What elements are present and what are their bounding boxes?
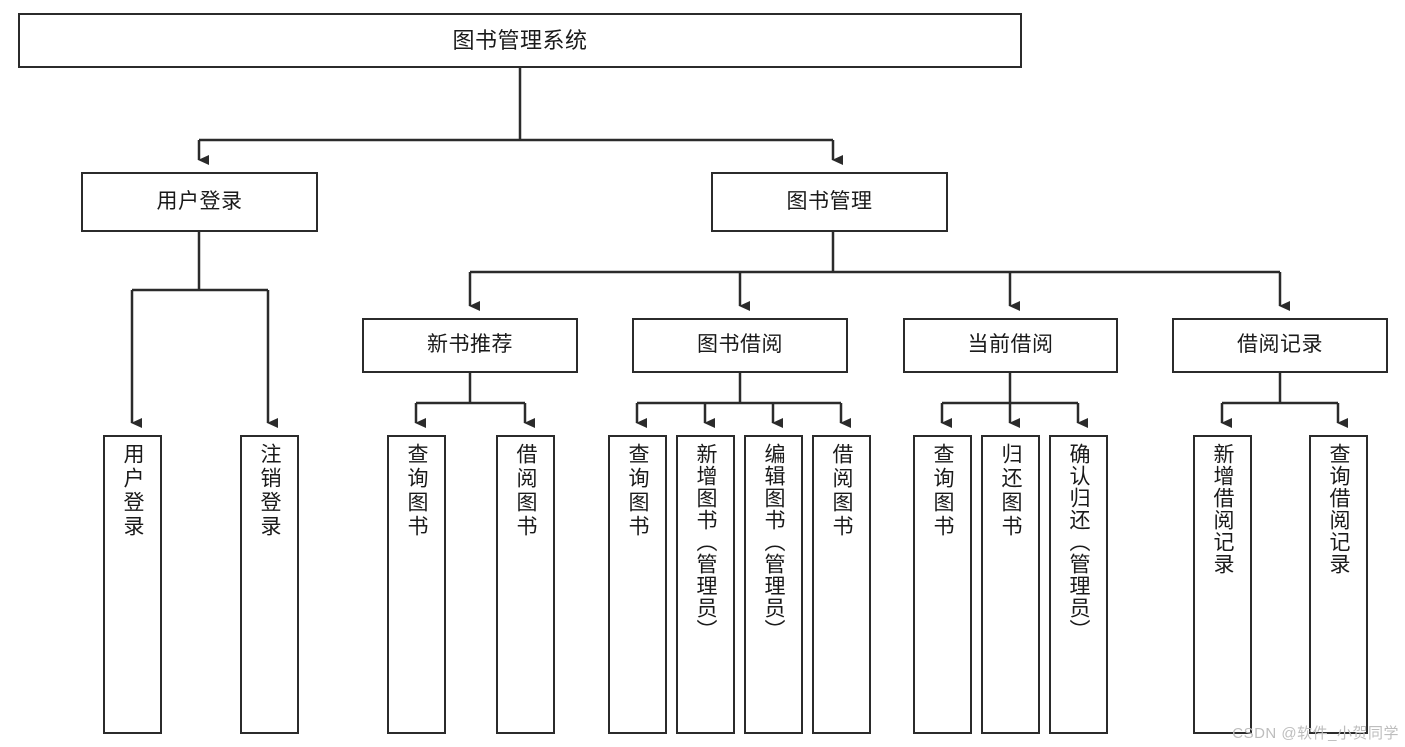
leaf-confirm-return-admin[interactable]: 确认归还（管理员） — [1049, 435, 1108, 734]
node-current-borrow[interactable]: 当前借阅 — [903, 318, 1118, 373]
node-label: 确认归还（管理员） — [1067, 443, 1090, 641]
node-label: 借阅记录 — [1237, 333, 1323, 357]
leaf-add-borrow-record[interactable]: 新增借阅记录 — [1193, 435, 1252, 734]
node-borrow-record[interactable]: 借阅记录 — [1172, 318, 1388, 373]
leaf-logout[interactable]: 注销登录 — [240, 435, 299, 734]
node-label: 查询图书 — [931, 443, 954, 539]
leaf-query-book-borrow[interactable]: 查询图书 — [608, 435, 667, 734]
node-label: 图书管理系统 — [452, 27, 588, 53]
leaf-query-borrow-record[interactable]: 查询借阅记录 — [1309, 435, 1368, 734]
node-label: 用户登录 — [156, 189, 243, 213]
node-label: 当前借阅 — [967, 333, 1054, 357]
node-book-manage[interactable]: 图书管理 — [711, 172, 948, 232]
node-book-borrow[interactable]: 图书借阅 — [632, 318, 848, 373]
node-root-book-management-system[interactable]: 图书管理系统 — [18, 13, 1022, 68]
node-label: 图书管理 — [786, 189, 873, 213]
node-label: 查询图书 — [405, 443, 428, 539]
node-label: 注销登录 — [258, 443, 281, 539]
node-label: 新书推荐 — [427, 333, 513, 357]
node-new-book-recommend[interactable]: 新书推荐 — [362, 318, 578, 373]
node-label: 归还图书 — [999, 443, 1022, 539]
node-label: 新增借阅记录 — [1211, 443, 1234, 575]
leaf-edit-book-admin[interactable]: 编辑图书（管理员） — [744, 435, 803, 734]
leaf-add-book-admin[interactable]: 新增图书（管理员） — [676, 435, 735, 734]
leaf-return-book[interactable]: 归还图书 — [981, 435, 1040, 734]
node-label: 新增图书（管理员） — [694, 443, 717, 641]
node-label: 编辑图书（管理员） — [762, 443, 785, 641]
leaf-borrow-book-recommend[interactable]: 借阅图书 — [496, 435, 555, 734]
node-label: 查询借阅记录 — [1327, 443, 1350, 575]
node-label: 借阅图书 — [830, 443, 853, 539]
leaf-query-book-current[interactable]: 查询图书 — [913, 435, 972, 734]
node-label: 查询图书 — [626, 443, 649, 539]
node-label: 图书借阅 — [697, 333, 783, 357]
leaf-query-book-recommend[interactable]: 查询图书 — [387, 435, 446, 734]
leaf-user-login[interactable]: 用户登录 — [103, 435, 162, 734]
leaf-borrow-book-borrow[interactable]: 借阅图书 — [812, 435, 871, 734]
node-label: 借阅图书 — [514, 443, 537, 539]
node-label: 用户登录 — [121, 443, 144, 539]
node-user-login[interactable]: 用户登录 — [81, 172, 318, 232]
